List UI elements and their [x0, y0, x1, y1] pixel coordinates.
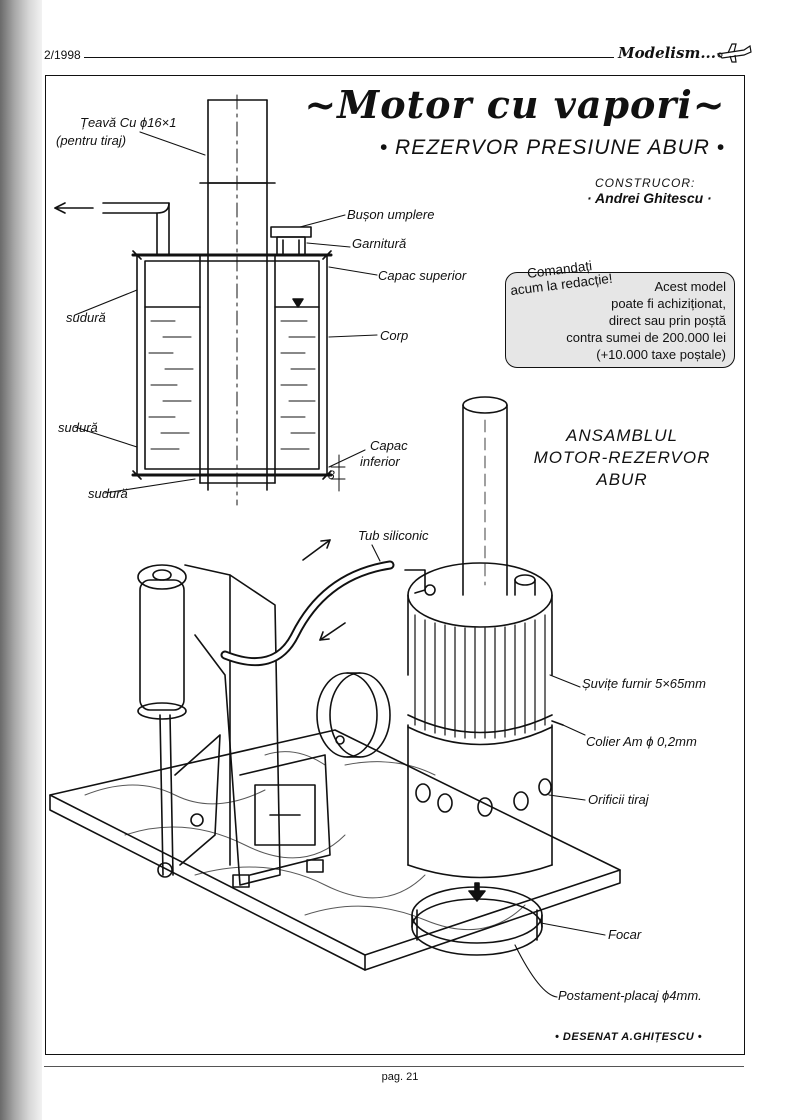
offer-line: contra sumei de 200.000 lei [566, 330, 726, 345]
magazine-brand: Modelism... [617, 44, 716, 62]
airplane-logo-icon [716, 43, 752, 63]
assembly-title-line: ANSAMBLUL [566, 426, 678, 445]
constructor-label: CONSTRUCOR: [595, 176, 696, 190]
label-dimension: 8 [328, 468, 335, 482]
label-base: Postament-placaj ϕ4mm. [558, 988, 702, 1003]
page-header: 2/1998 Modelism... [44, 43, 754, 68]
label-weld-bottom: sudură [88, 486, 128, 501]
drawn-by-signature: • DESENAT A.GHIȚESCU • [555, 1031, 703, 1043]
label-fill-plug: Bușon umplere [347, 207, 435, 222]
label-bottom-cover-2: inferior [360, 454, 400, 469]
label-bottom-cover: Capac [370, 438, 408, 453]
footer-rule [44, 1066, 744, 1067]
constructor-credit: CONSTRUCOR: · Andrei Ghitescu · [565, 176, 725, 206]
offer-box: Acest model poate fi achiziționat, direc… [505, 272, 735, 368]
label-clamp: Colier Am ϕ 0,2mm [586, 734, 697, 749]
label-silicone-tube: Tub siliconic [358, 528, 429, 543]
label-body: Corp [380, 328, 409, 343]
drawing-subtitle: • REZERVOR PRESIUNE ABUR • [379, 136, 726, 159]
technical-drawing [49, 94, 621, 998]
offer-line: direct sau prin poștă [608, 313, 726, 328]
assembly-title-line: MOTOR-REZERVOR [533, 448, 711, 467]
constructor-name: · Andrei Ghitescu · [587, 190, 712, 206]
assembly-drawing [49, 396, 621, 998]
offer-line: Acest model [654, 279, 726, 294]
label-pipe-note: (pentru tiraj) [56, 133, 127, 148]
offer-line: poate fi achiziționat, [611, 296, 726, 311]
label-top-cover: Capac superior [378, 268, 467, 283]
page-number: pag. 21 [381, 1071, 419, 1083]
label-firebox: Focar [608, 927, 642, 942]
page-binding-shadow [0, 0, 42, 1120]
label-veneer: Șuvițe furnir 5×65mm [582, 676, 706, 691]
assembly-title: ANSAMBLUL MOTOR-REZERVOR ABUR [522, 425, 722, 491]
drawing-title: ~Motor cu vapori~ [304, 82, 726, 127]
issue-number: 2/1998 [44, 48, 81, 62]
label-weld-top: sudură [66, 310, 106, 325]
header-rule [84, 57, 614, 58]
assembly-title-line: ABUR [596, 470, 648, 489]
label-pipe: Țeavă Cu ϕ16×1 [80, 115, 177, 130]
label-weld-middle: sudură [58, 420, 98, 435]
label-gasket: Garnitură [352, 236, 407, 251]
tank-section-drawing [54, 94, 378, 506]
label-draft-holes: Orificii tiraj [588, 792, 649, 807]
offer-line: (+10.000 taxe poștale) [596, 347, 726, 362]
drawing-frame [45, 75, 745, 1055]
